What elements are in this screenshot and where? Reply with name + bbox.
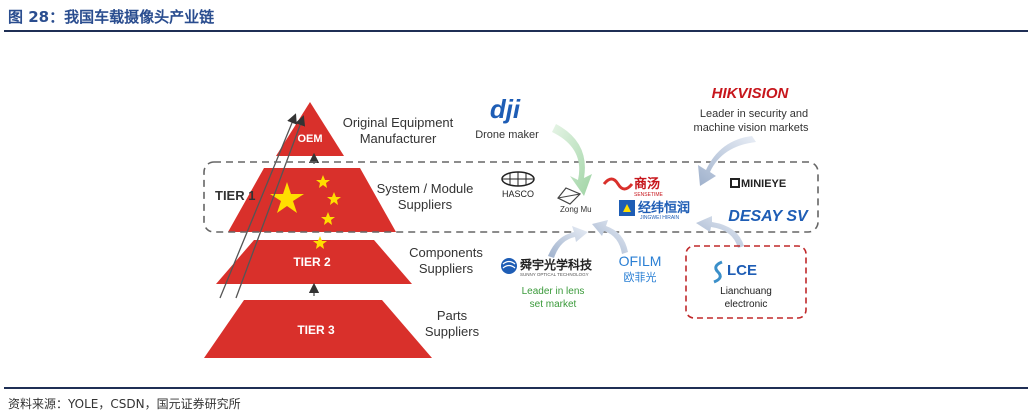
tier1-dashed-box bbox=[203, 161, 819, 233]
sunny-en: SUNNY OPTICAL TECHNOLOGY bbox=[520, 272, 589, 277]
tier1-desc-1: System / Module bbox=[377, 181, 474, 196]
sensetime-cn: 商汤 bbox=[634, 176, 660, 192]
sunny-caption-2: set market bbox=[530, 299, 577, 310]
hikvision-arrow bbox=[698, 136, 756, 186]
figure-title: 图 28：我国车载摄像头产业链 bbox=[8, 8, 215, 26]
lce-caption-2: electronic bbox=[725, 299, 768, 310]
jingwei-en: JINGWEI HIRAIN bbox=[640, 215, 680, 221]
dji-logo: dji bbox=[490, 94, 521, 124]
supply-arrow-1 bbox=[219, 113, 297, 299]
oem-desc-2: Manufacturer bbox=[360, 131, 437, 146]
china-flag-stars bbox=[270, 175, 341, 225]
lce-arrow bbox=[696, 216, 744, 248]
sensetime-icon bbox=[602, 177, 634, 191]
tier1-desc-2: Suppliers bbox=[398, 197, 453, 212]
hikvision-caption-1: Leader in security and bbox=[700, 108, 808, 120]
hikvision-caption-2: machine vision markets bbox=[694, 122, 809, 134]
oem-label: OEM bbox=[297, 133, 322, 145]
zongmu-logo: Zong Mu bbox=[560, 205, 592, 214]
hasco-globe-icon bbox=[501, 171, 535, 187]
hikvision-logo: HIKVISION bbox=[712, 85, 790, 102]
tier1-slice bbox=[228, 168, 396, 232]
top-rule bbox=[4, 30, 1028, 32]
zongmu-icon bbox=[557, 187, 582, 205]
dji-caption: Drone maker bbox=[475, 129, 539, 141]
tier3-label: TIER 3 bbox=[297, 323, 335, 337]
lce-caption-1: Lianchuang bbox=[720, 286, 772, 297]
tier2-label: TIER 2 bbox=[293, 255, 331, 269]
sunny-arrow bbox=[548, 226, 588, 258]
tier1-box-label: TIER 1 bbox=[215, 188, 255, 203]
lce-logo: LCE bbox=[727, 262, 757, 279]
minieye-logo: MINIEYE bbox=[741, 178, 786, 190]
tier2-star bbox=[313, 236, 327, 249]
ofilm-arrow bbox=[592, 220, 628, 254]
tier2-slice bbox=[216, 240, 412, 284]
lce-dashed-box bbox=[685, 245, 807, 319]
sunny-cn: 舜宇光学科技 bbox=[520, 257, 593, 272]
tier3-desc-2: Suppliers bbox=[425, 324, 480, 339]
oem-desc-1: Original Equipment bbox=[343, 115, 454, 130]
minieye-icon bbox=[730, 178, 740, 188]
tier2-desc-2: Suppliers bbox=[419, 261, 474, 276]
source-note: 资料来源：YOLE，CSDN，国元证券研究所 bbox=[8, 397, 241, 411]
ofilm-cn: 欧菲光 bbox=[624, 270, 657, 284]
sunny-caption-1: Leader in lens bbox=[522, 286, 585, 297]
sunny-icon bbox=[501, 258, 517, 274]
oem-slice bbox=[276, 102, 344, 156]
supply-arrow-2 bbox=[235, 115, 306, 299]
sensetime-en: SENSETIME bbox=[634, 192, 664, 198]
tier3-slice bbox=[204, 300, 432, 358]
tier3-desc-1: Parts bbox=[437, 308, 468, 323]
tier2-desc-1: Components bbox=[409, 245, 483, 260]
hasco-logo: HASCO bbox=[502, 189, 534, 199]
lce-icon bbox=[713, 260, 723, 284]
bottom-rule bbox=[4, 387, 1028, 389]
dji-to-zongmu-arrow bbox=[552, 124, 592, 196]
jingwei-cn: 经纬恒润 bbox=[638, 200, 690, 216]
ofilm-logo: OFILM bbox=[619, 253, 662, 269]
desay-logo: DESAY SV bbox=[728, 208, 809, 225]
